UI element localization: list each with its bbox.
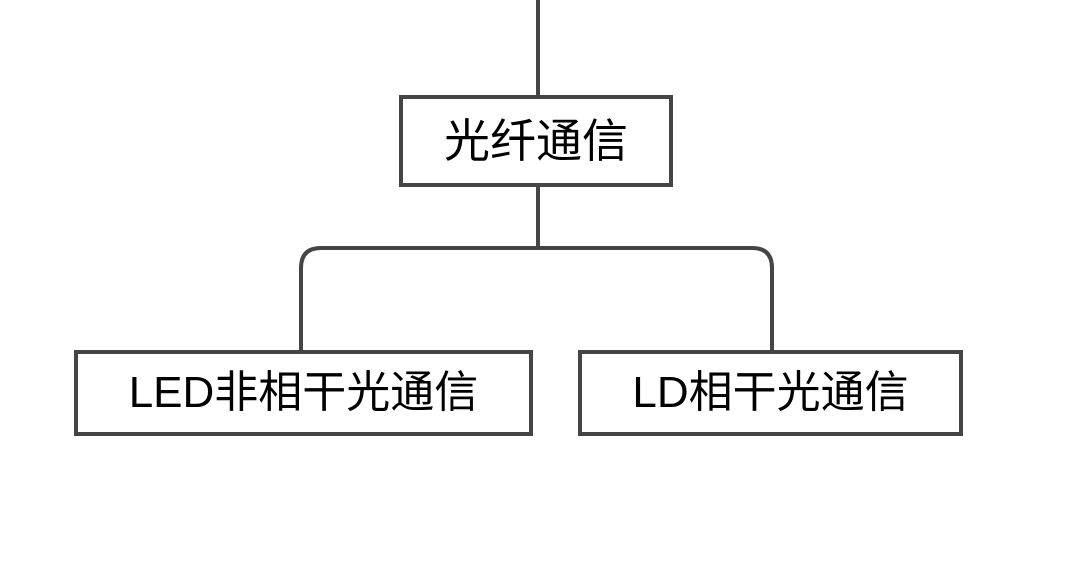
node-ld-coherent[interactable]: LD相干光通信 <box>578 350 963 436</box>
node-root-label: 光纤通信 <box>444 115 628 167</box>
node-ld-label: LD相干光通信 <box>632 368 909 417</box>
edge-root-led <box>299 246 538 352</box>
node-led-label: LED非相干光通信 <box>128 368 479 417</box>
edge-root-ld <box>538 246 774 352</box>
node-led-incoherent[interactable]: LED非相干光通信 <box>74 350 533 436</box>
node-root[interactable]: 光纤通信 <box>399 95 673 187</box>
